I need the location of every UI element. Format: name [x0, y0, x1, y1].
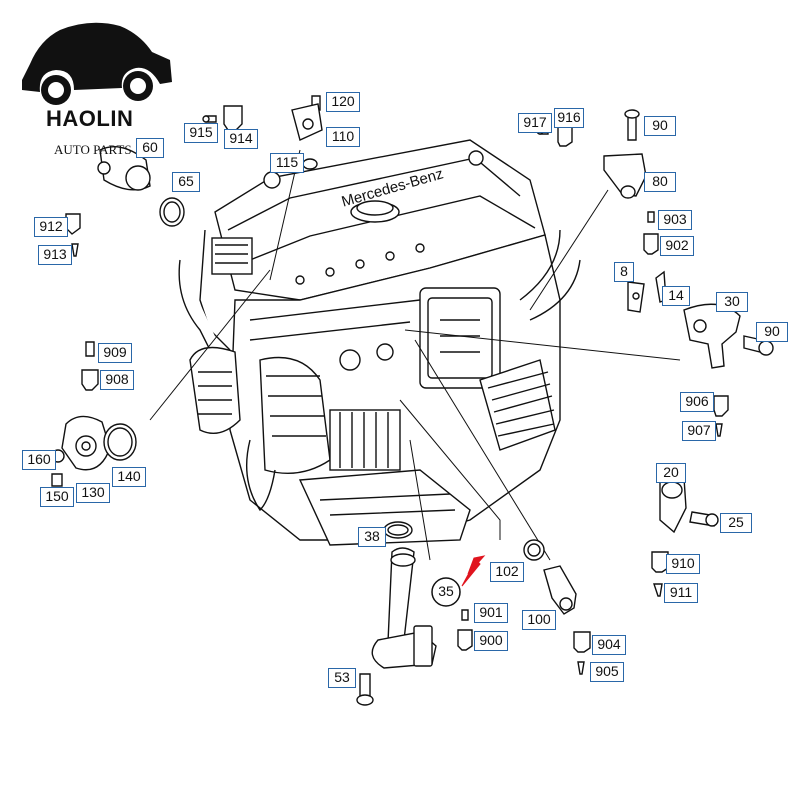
callout-90-top: 90 — [644, 116, 676, 136]
callout-910: 910 — [666, 554, 700, 574]
callout-905: 905 — [590, 662, 624, 682]
callout-20: 20 — [656, 463, 686, 483]
callout-901: 901 — [474, 603, 508, 623]
callout-14: 14 — [662, 286, 690, 306]
callout-25: 25 — [720, 513, 752, 533]
callout-911: 911 — [664, 583, 698, 603]
callout-38: 38 — [358, 527, 386, 547]
callout-35: 35 — [438, 583, 454, 599]
callout-100: 100 — [522, 610, 556, 630]
callout-908: 908 — [100, 370, 134, 390]
callout-900: 900 — [474, 631, 508, 651]
callout-917: 917 — [518, 113, 552, 133]
callout-912: 912 — [34, 217, 68, 237]
parts-illustrations — [51, 95, 774, 706]
callout-913: 913 — [38, 245, 72, 265]
callout-914: 914 — [224, 129, 258, 149]
callout-65: 65 — [172, 172, 200, 192]
engine-illustration: Mercedes-Benz — [178, 139, 581, 546]
callout-115: 115 — [270, 153, 304, 173]
callout-30: 30 — [716, 292, 748, 312]
callout-916: 916 — [554, 108, 584, 128]
callout-80: 80 — [644, 172, 676, 192]
callout-90-right: 90 — [756, 322, 788, 342]
leader-lines — [149, 149, 681, 561]
callout-53: 53 — [328, 668, 356, 688]
callout-150: 150 — [40, 487, 74, 507]
callout-160: 160 — [22, 450, 56, 470]
highlight-circle — [431, 577, 461, 607]
callout-110: 110 — [326, 127, 360, 147]
logo-car-icon — [22, 22, 172, 105]
highlight-arrow — [461, 555, 486, 587]
callout-906: 906 — [680, 392, 714, 412]
callout-915: 915 — [184, 123, 218, 143]
callout-903: 903 — [658, 210, 692, 230]
callout-60: 60 — [136, 138, 164, 158]
logo-title: HAOLIN — [46, 106, 134, 131]
callout-120: 120 — [326, 92, 360, 112]
callout-907: 907 — [682, 421, 716, 441]
callout-140: 140 — [112, 467, 146, 487]
callout-102: 102 — [490, 562, 524, 582]
callout-130: 130 — [76, 483, 110, 503]
logo-subtitle: AUTO PARTS — [54, 142, 132, 157]
callout-909: 909 — [98, 343, 132, 363]
callout-902: 902 — [660, 236, 694, 256]
callout-8: 8 — [614, 262, 634, 282]
callout-904: 904 — [592, 635, 626, 655]
